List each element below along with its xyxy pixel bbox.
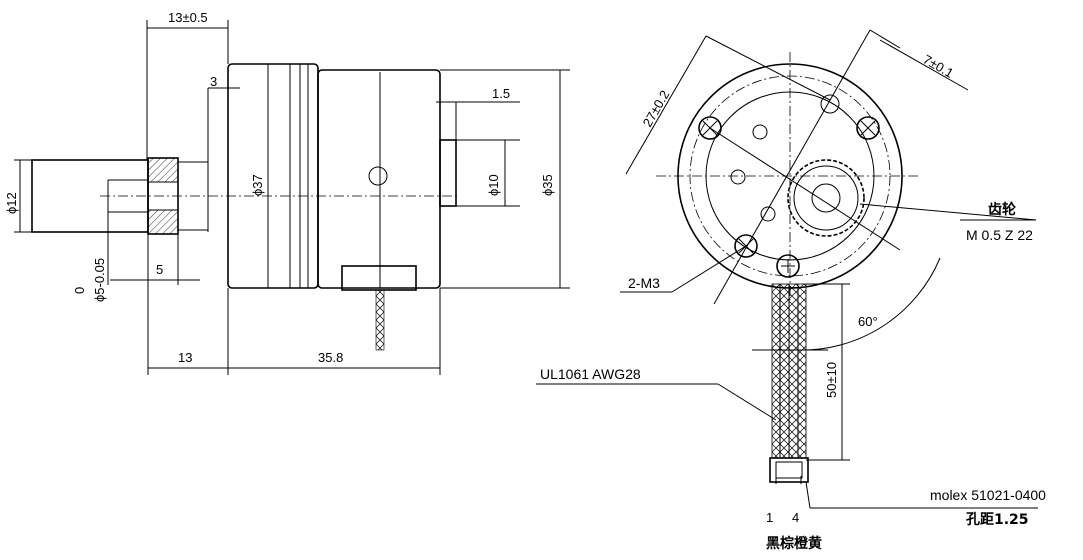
wire-colors-label: 黑棕橙黄 <box>766 535 822 552</box>
side-view: 13±0.5 3 ϕ12 ϕ37 <box>4 10 570 375</box>
dim-pulley-dia: ϕ12 <box>4 192 19 214</box>
dim-shaft-len: 5 <box>156 262 163 277</box>
pin-1-label: 1 <box>766 510 773 525</box>
front-view: 齿轮 M 0.5 Z 22 27±0.2 7±0.1 <box>536 29 1046 552</box>
dim-flange-gap: 3 <box>210 74 217 89</box>
dim-body-dia: ϕ37 <box>250 174 265 196</box>
dim-angle: 60° <box>858 314 878 329</box>
dim-boss-dia: ϕ10 <box>486 174 501 196</box>
screw-top-right <box>856 116 880 140</box>
screw-bottom <box>776 254 800 278</box>
dim-boss-gap: 1.5 <box>492 86 510 101</box>
gear-spec: M 0.5 Z 22 <box>966 227 1033 243</box>
dim-flange-width: 13±0.5 <box>168 10 208 25</box>
dim-shaft-dia: ϕ5-0.05 <box>92 258 107 302</box>
pitch-label: 孔距1.25 <box>966 512 1029 528</box>
cable-label: UL1061 AWG28 <box>540 366 641 382</box>
gear-title: 齿轮 <box>988 201 1016 218</box>
screw-label: 2-M3 <box>628 275 660 291</box>
dim-offset: 7±0.1 <box>921 52 957 81</box>
pin-4-label: 4 <box>792 510 799 525</box>
dim-flange-len: 13 <box>178 350 192 365</box>
dim-body-len: 35.8 <box>318 350 343 365</box>
dim-mount-dist: 27±0.2 <box>640 88 673 130</box>
dim-shaft-tol-upper: 0 <box>72 287 87 294</box>
dim-wire-len: 50±10 <box>824 362 839 398</box>
connector-label: molex 51021-0400 <box>930 487 1046 503</box>
dim-outer-dia: ϕ35 <box>540 174 555 196</box>
